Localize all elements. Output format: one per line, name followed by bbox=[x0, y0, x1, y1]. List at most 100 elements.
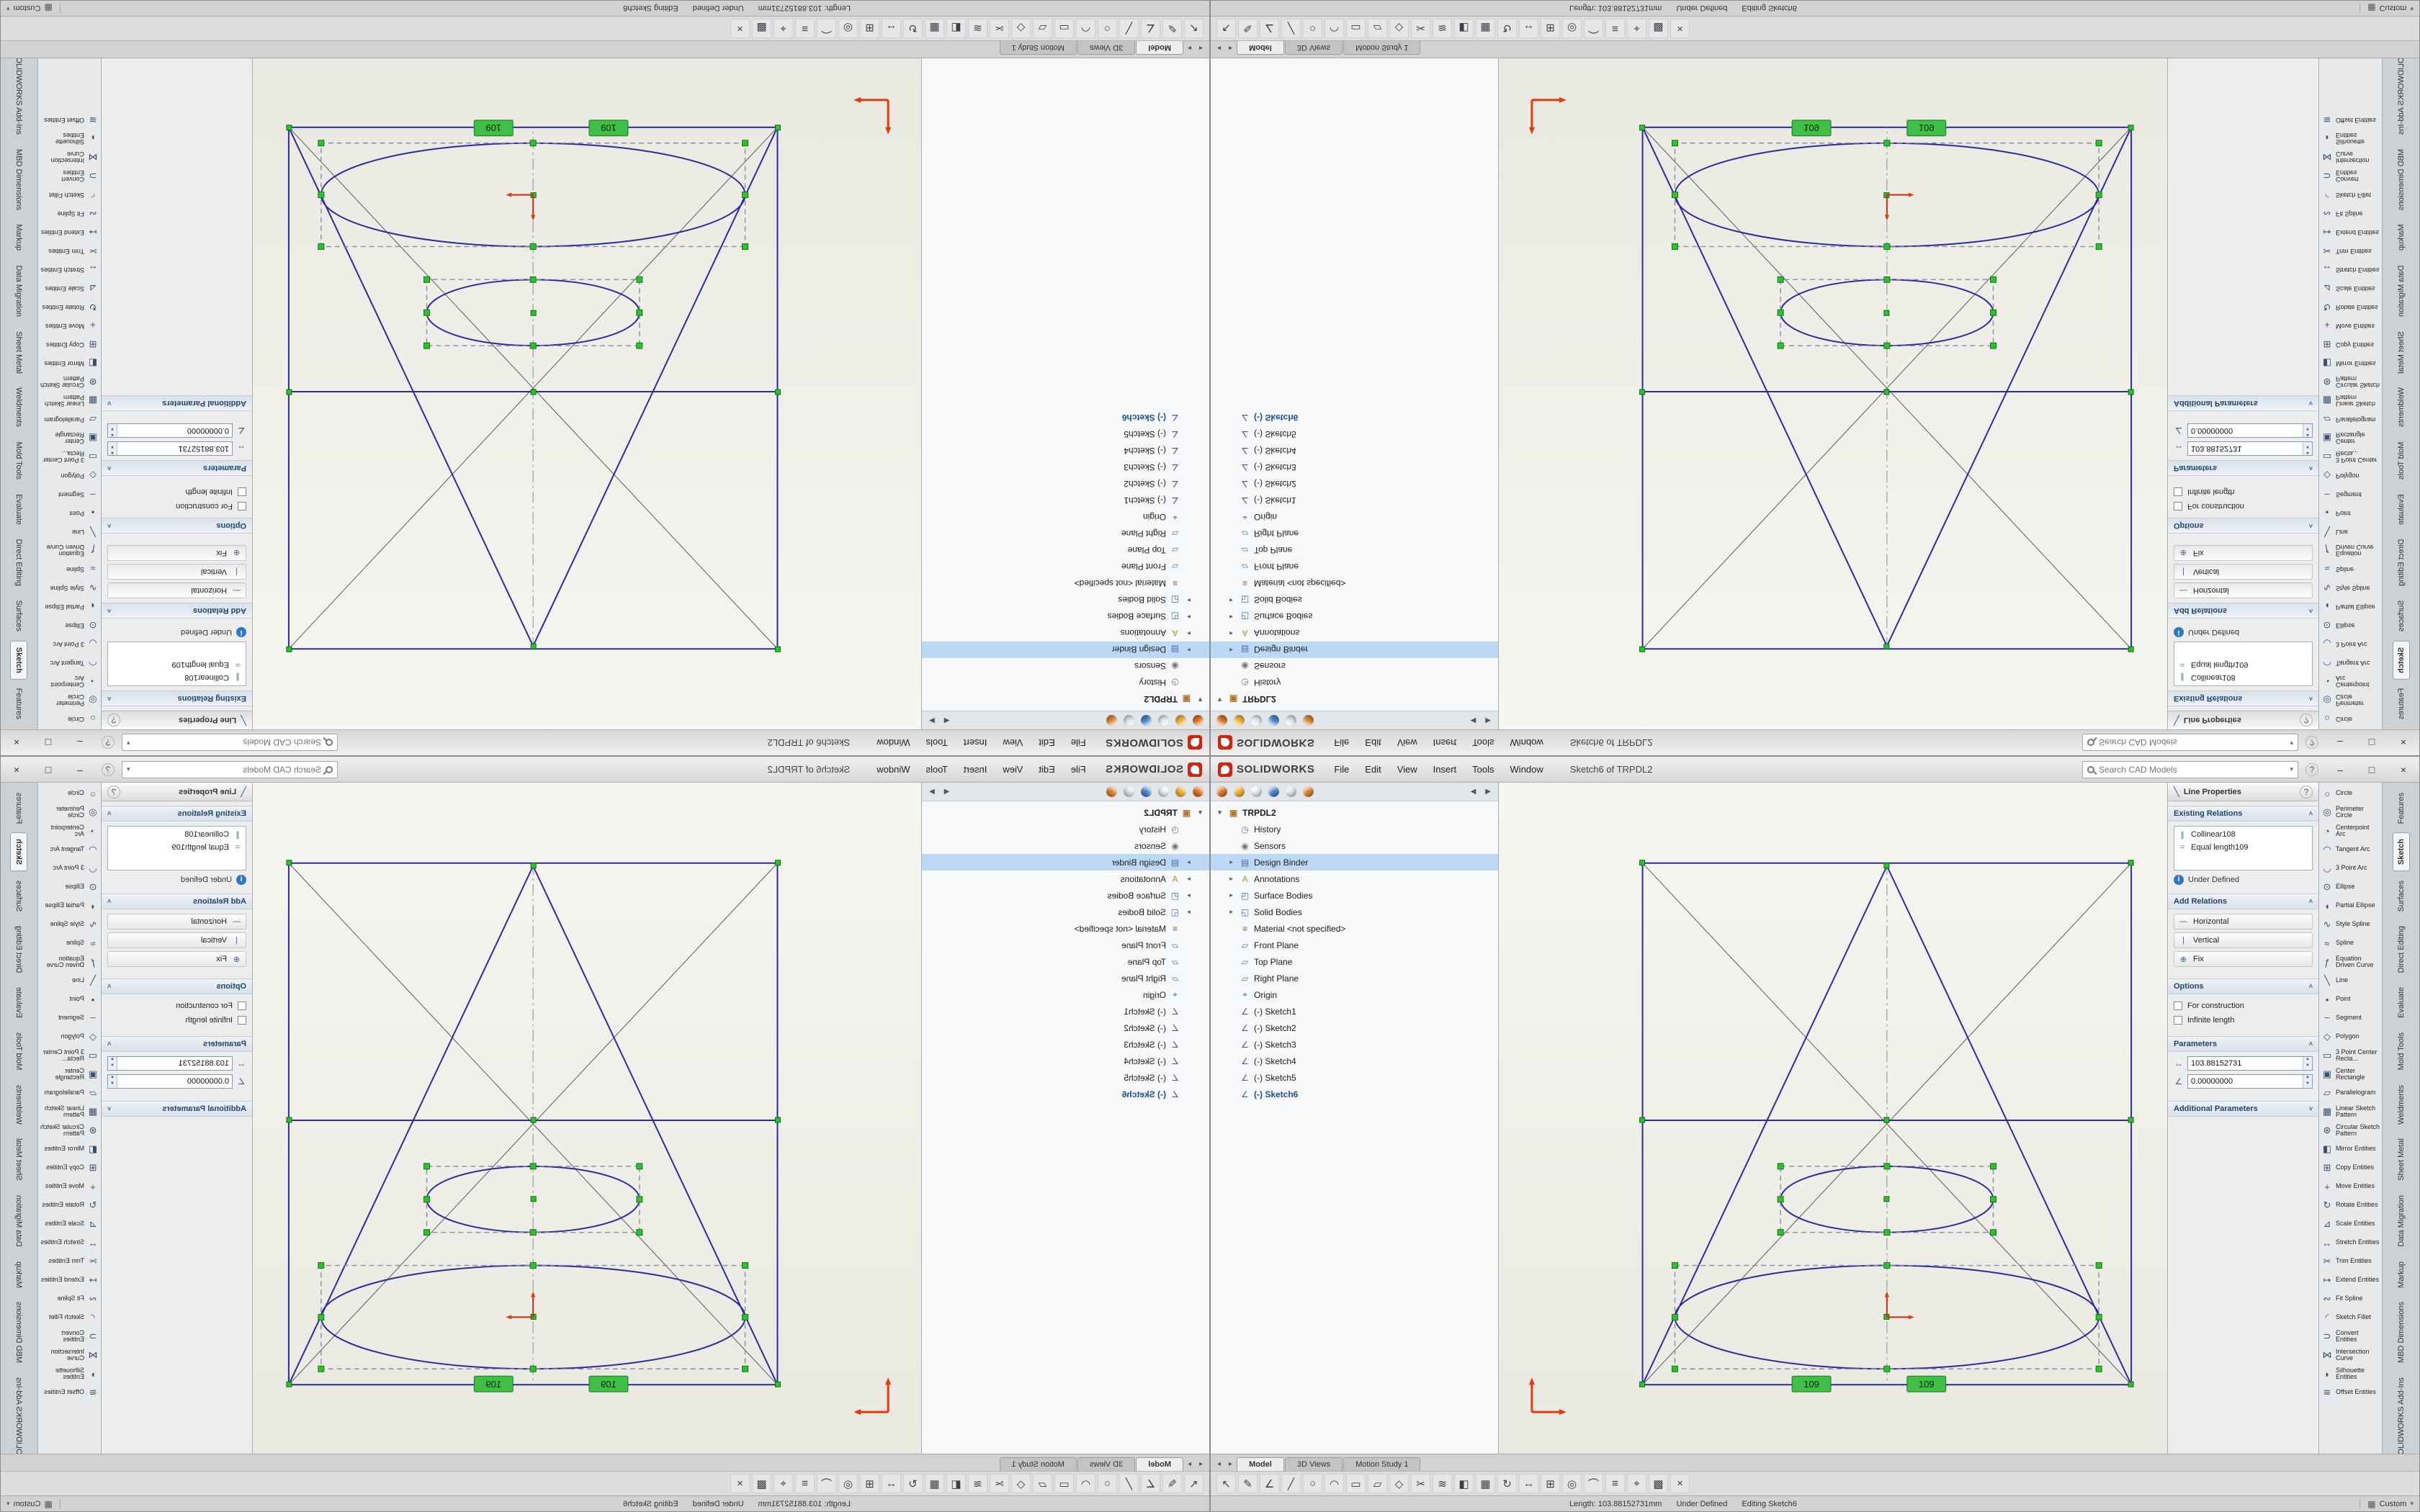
tree-item[interactable]: ∠ (-) Sketch2 bbox=[922, 1020, 1209, 1036]
sketch-tool-item[interactable]: ⊿ Scale Entities bbox=[2319, 1215, 2382, 1233]
parameters-header[interactable]: Parameters ˄ bbox=[2168, 1036, 2318, 1052]
tree-item[interactable]: ∠ (-) Sketch3 bbox=[1211, 459, 1498, 476]
additional-parameters-header[interactable]: Additional Parameters ˅ bbox=[102, 395, 252, 411]
tree-item[interactable]: ⌖ Origin bbox=[1211, 509, 1498, 526]
dimension-109-left[interactable]: 109 bbox=[588, 1375, 629, 1392]
sketch-tool-item[interactable]: ▱ Parallelogram bbox=[2319, 410, 2382, 428]
option-row[interactable]: For construction bbox=[2174, 999, 2313, 1013]
spin-down-icon[interactable]: ▼ bbox=[108, 1081, 117, 1088]
option-row[interactable]: For construction bbox=[107, 499, 246, 513]
commandmanager-tab[interactable]: Sketch bbox=[2392, 832, 2410, 872]
featuremanager-icon[interactable] bbox=[1216, 786, 1227, 797]
sketch-tool-item[interactable]: ƒ Equation Driven Curve bbox=[2319, 953, 2382, 971]
sketch-tool-item[interactable]: ⊙ Ellipse bbox=[38, 878, 101, 896]
rotate-entities-icon[interactable]: ↻ bbox=[903, 1474, 923, 1493]
relations-listbox[interactable]: ∥ Collinear108 = Equal length109 bbox=[107, 642, 246, 686]
perimeter-circle-icon[interactable]: ◎ bbox=[838, 19, 858, 38]
sketch-tool-item[interactable]: ⊃ Convert Entities bbox=[38, 1327, 101, 1346]
expand-arrow-icon[interactable]: ▸ bbox=[1187, 875, 1191, 882]
menu-item[interactable]: Edit bbox=[1039, 764, 1055, 775]
menu-item[interactable]: Edit bbox=[1365, 737, 1381, 748]
tree-item[interactable]: ▸ ▤ Design Binder bbox=[1211, 854, 1498, 870]
polygon-icon[interactable]: ◇ bbox=[1011, 19, 1031, 38]
add-relation-button[interactable]: | Vertical bbox=[107, 564, 246, 580]
copy-entities-icon[interactable]: ⊞ bbox=[860, 1474, 879, 1493]
menu-item[interactable]: Tools bbox=[926, 764, 948, 775]
document-tab[interactable]: Motion Study 1 bbox=[1343, 1457, 1421, 1471]
sketch-tool-item[interactable]: ↔ Stretch Entities bbox=[2319, 260, 2382, 279]
search-dropdown-icon[interactable]: ▾ bbox=[2290, 739, 2293, 747]
spin-up-icon[interactable]: ▲ bbox=[2303, 1075, 2312, 1081]
sketch-tool-item[interactable]: ◧ Mirror Entities bbox=[38, 1140, 101, 1158]
commandmanager-tab[interactable]: SOLIDWORKS Add-Ins bbox=[14, 58, 24, 135]
tree-item[interactable]: ⌖ Origin bbox=[922, 509, 1209, 526]
sketch-tool-item[interactable]: ⊿ Scale Entities bbox=[38, 279, 101, 297]
sketch-tool-item[interactable]: ≈ Spline bbox=[2319, 559, 2382, 578]
commandmanager-tab[interactable]: Data Migration bbox=[14, 1195, 24, 1247]
tree-item[interactable]: ∠ (-) Sketch5 bbox=[922, 1069, 1209, 1086]
sketch-tool-item[interactable]: ○ Circle bbox=[2319, 709, 2382, 728]
sketch-tool-item[interactable]: ▭ 3 Point Center Recta... bbox=[2319, 447, 2382, 466]
spin-down-icon[interactable]: ▼ bbox=[2303, 1063, 2312, 1070]
displaymanager-icon[interactable] bbox=[1286, 715, 1296, 726]
relation-item[interactable]: = Equal length109 bbox=[2176, 658, 2311, 671]
centerpoint-arc-icon[interactable]: ⌒ bbox=[1584, 19, 1603, 38]
sketch-tool-item[interactable]: ◖ Partial Ellipse bbox=[38, 896, 101, 915]
parameter-value[interactable]: 103.88152731 bbox=[178, 444, 229, 453]
search-box[interactable]: ▾ bbox=[122, 760, 338, 778]
commandmanager-tab[interactable]: Sheet Metal bbox=[14, 1138, 24, 1182]
sketch-tool-item[interactable]: ◜ Sketch Fillet bbox=[38, 185, 101, 204]
menu-item[interactable]: File bbox=[1334, 764, 1350, 775]
sketch-canvas[interactable]: 109 109 bbox=[253, 58, 921, 729]
commandmanager-tab[interactable]: Sheet Metal bbox=[14, 330, 24, 374]
exit-sketch-icon[interactable]: × bbox=[730, 19, 750, 38]
sketch-tool-item[interactable]: ▦ Linear Sketch Pattern bbox=[38, 1102, 101, 1121]
select-icon[interactable]: ↖ bbox=[1216, 1474, 1236, 1493]
selection-handles-large[interactable] bbox=[318, 1262, 749, 1372]
sketch-tool-item[interactable]: ⋈ Intersection Curve bbox=[2319, 148, 2382, 166]
options-header[interactable]: Options ˄ bbox=[2168, 518, 2318, 534]
commandmanager-tab[interactable]: SOLIDWORKS Add-Ins bbox=[2396, 58, 2406, 135]
checkbox[interactable] bbox=[2174, 502, 2182, 510]
pm-help-icon[interactable]: ? bbox=[107, 785, 120, 798]
add-relations-header[interactable]: Add Relations ˄ bbox=[102, 894, 252, 909]
menu-item[interactable]: Window bbox=[877, 737, 910, 748]
point-icon[interactable]: ⌖ bbox=[1627, 19, 1646, 38]
add-relations-header[interactable]: Add Relations ˄ bbox=[102, 603, 252, 618]
sketch-tool-item[interactable]: ◎ Perimeter Circle bbox=[2319, 690, 2382, 709]
document-tab[interactable]: 3D Views bbox=[1077, 41, 1136, 55]
help-icon[interactable]: ? bbox=[2305, 736, 2318, 750]
maximize-button[interactable]: □ bbox=[45, 737, 52, 749]
commandmanager-tab[interactable]: Mold Tools bbox=[2396, 1032, 2406, 1071]
commandmanager-tab[interactable]: Markup bbox=[2396, 1261, 2406, 1288]
commandmanager-tab[interactable]: Direct Editing bbox=[14, 925, 24, 973]
maximize-button[interactable]: □ bbox=[2368, 737, 2375, 749]
selection-handles-small[interactable] bbox=[1777, 276, 1997, 349]
sketch-tool-item[interactable]: ┄ Segment bbox=[2319, 485, 2382, 503]
expand-arrow-icon[interactable]: ▾ bbox=[1198, 809, 1202, 816]
graphics-area[interactable]: 109 109 bbox=[1499, 58, 2167, 729]
move-entities-icon[interactable]: ↔ bbox=[882, 1474, 901, 1493]
cone-side-lines[interactable] bbox=[1641, 127, 2133, 647]
sketch-tool-item[interactable]: ◡ 3 Point Arc bbox=[38, 634, 101, 653]
sketch-tool-item[interactable]: ∿ Style Spline bbox=[38, 915, 101, 934]
tree-item[interactable]: ▾ ▣ TRPDL2 bbox=[922, 691, 1209, 708]
sketch-tool-item[interactable]: ✂ Trim Entities bbox=[38, 1252, 101, 1271]
minimize-button[interactable]: – bbox=[77, 737, 83, 749]
tree-item[interactable]: ∠ (-) Sketch4 bbox=[1211, 1053, 1498, 1069]
expand-arrow-icon[interactable]: ▸ bbox=[1229, 613, 1233, 621]
commandmanager-tab[interactable]: Data Migration bbox=[2396, 265, 2406, 317]
sketch-tool-item[interactable]: ▱ Parallelogram bbox=[2319, 1084, 2382, 1102]
linear-pattern-icon[interactable]: ▦ bbox=[925, 19, 944, 38]
sketch-tool-item[interactable]: ◇ Polygon bbox=[2319, 1027, 2382, 1046]
sketch-tool-item[interactable]: ◗ Silhouette Entities bbox=[2319, 129, 2382, 148]
polygon-icon[interactable]: ◇ bbox=[1389, 19, 1409, 38]
options-header[interactable]: Options ˄ bbox=[2168, 978, 2318, 994]
tree-item[interactable]: ▸ ◰ Surface Bodies bbox=[922, 608, 1209, 625]
menu-item[interactable]: Tools bbox=[926, 737, 948, 748]
options-header[interactable]: Options ˄ bbox=[102, 978, 252, 994]
configurationmanager-icon[interactable] bbox=[1251, 786, 1262, 797]
dimxpertmanager-icon[interactable] bbox=[1268, 786, 1279, 797]
sketch-tool-item[interactable]: ⊞ Copy Entities bbox=[2319, 335, 2382, 354]
tree-item[interactable]: ▱ Front Plane bbox=[922, 937, 1209, 953]
